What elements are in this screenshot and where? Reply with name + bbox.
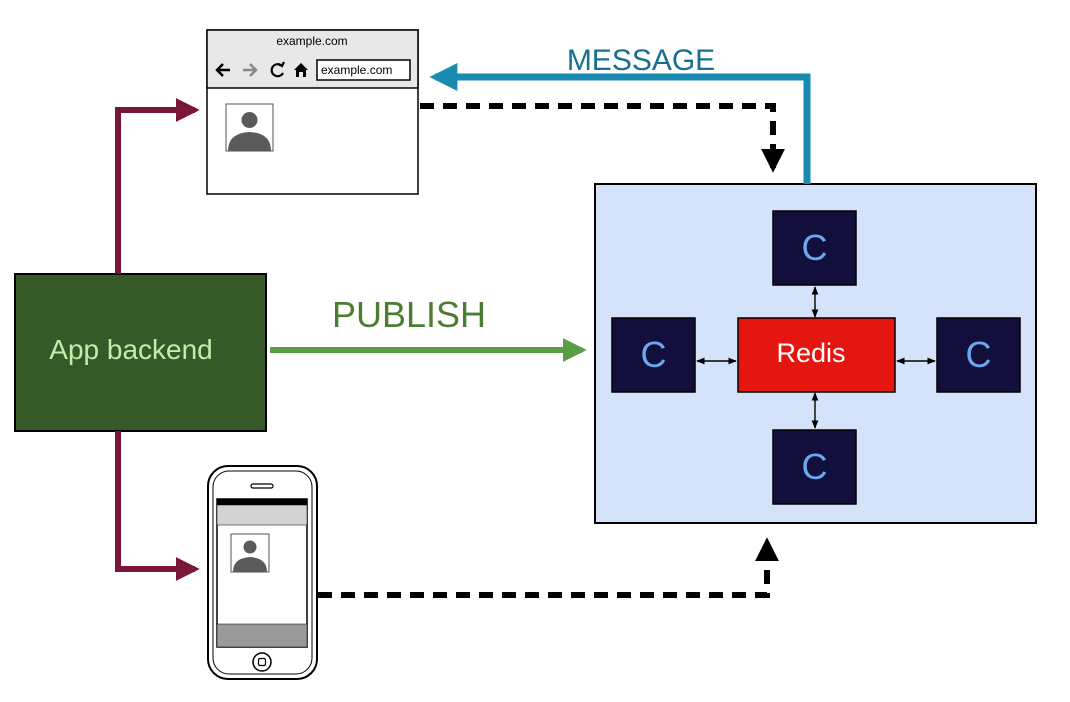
app-backend-label: App backend <box>49 334 212 365</box>
node-left-label: C <box>641 334 667 375</box>
mobile-phone <box>207 465 318 680</box>
node-bottom-label: C <box>802 446 828 487</box>
cluster-links <box>696 286 936 429</box>
arrow-left-icon[interactable] <box>215 63 230 77</box>
home-icon[interactable] <box>294 63 308 77</box>
node-bottom: C <box>772 429 857 505</box>
node-left: C <box>611 317 696 393</box>
browser-window: example.com example.com <box>206 29 419 195</box>
node-top-label: C <box>802 227 828 268</box>
redis-label: Redis <box>776 338 845 368</box>
address-bar-text: example.com <box>321 63 392 77</box>
backend-to-browser-arrow <box>115 98 200 274</box>
phone-header-bar <box>216 504 308 526</box>
phone-footer-bar <box>216 623 308 648</box>
browser-title: example.com <box>276 34 347 48</box>
user-avatar-icon <box>225 103 274 152</box>
home-button-icon[interactable] <box>252 652 272 672</box>
user-avatar-icon <box>230 533 270 573</box>
backend-to-phone-arrow <box>115 431 200 581</box>
message-arrow <box>429 63 811 184</box>
publish-label: PUBLISH <box>332 294 486 335</box>
arrow-right-icon[interactable] <box>243 63 258 77</box>
app-backend-box: App backend <box>14 273 267 432</box>
reload-icon[interactable] <box>270 61 285 78</box>
address-bar[interactable] <box>316 59 411 81</box>
message-label: MESSAGE <box>567 44 715 77</box>
redis-node: Redis <box>737 317 896 393</box>
node-top: C <box>772 210 857 286</box>
browser-subscribe-line <box>420 103 785 173</box>
phone-speaker <box>250 483 274 489</box>
phone-subscribe-line <box>318 537 779 598</box>
node-right: C <box>936 317 1021 393</box>
node-right-label: C <box>966 334 992 375</box>
